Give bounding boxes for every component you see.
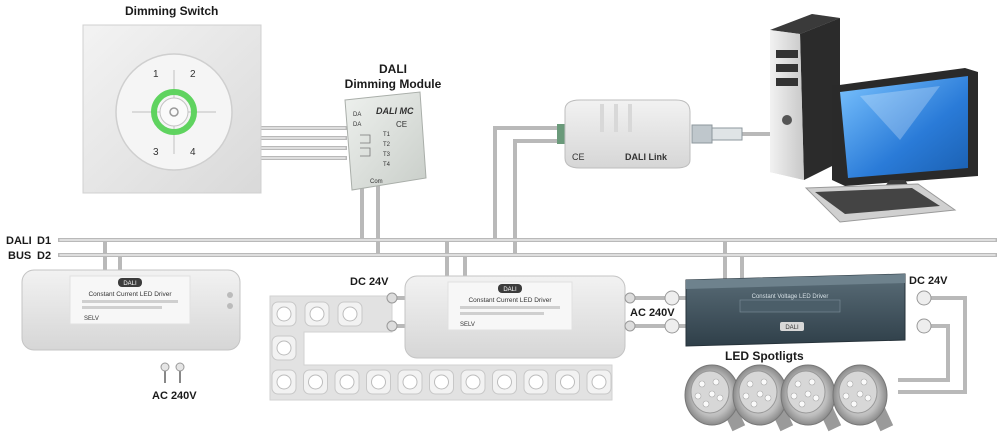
switch-button-4: 4 xyxy=(190,147,196,158)
voltage-driver: Constant Voltage LED Driver DALI xyxy=(664,273,932,347)
driver-title: Constant Current LED Driver xyxy=(88,291,172,298)
led-strip-bulb xyxy=(303,369,328,395)
module-brand: DALI MC xyxy=(376,106,414,116)
led-strip-bulb xyxy=(555,369,580,395)
label-ac240v-bottom: AC 240V xyxy=(152,390,197,402)
label-d2: D2 xyxy=(37,250,52,262)
link-name: DALI Link xyxy=(625,152,668,162)
spotlight xyxy=(684,364,746,432)
led-strip-bulb xyxy=(492,369,517,395)
led-strip-bulb xyxy=(586,369,612,395)
led-strip-bulb xyxy=(337,301,363,327)
voltage-driver-logo: DALI xyxy=(785,325,799,331)
module-terminal: DA xyxy=(353,112,361,118)
driver-selv: SELV xyxy=(460,322,475,328)
module-terminal: T2 xyxy=(383,142,391,148)
module-terminal: Com xyxy=(370,179,383,185)
usb-plug xyxy=(691,124,743,144)
led-strip-bulb xyxy=(271,301,297,327)
led-strip-bulb xyxy=(304,301,330,327)
module-terminal: DA xyxy=(353,122,361,128)
led-strip-bulb xyxy=(271,369,297,395)
led-driver-left: DALI Constant Current LED Driver SELV xyxy=(21,269,241,351)
led-spotlights xyxy=(684,364,894,432)
spotlight xyxy=(732,364,794,432)
voltage-driver-title: Constant Voltage LED Driver xyxy=(752,294,829,300)
led-strip-bulb xyxy=(334,369,360,395)
module-terminal: T1 xyxy=(383,132,391,138)
label-led-spotlights: LED Spotligts xyxy=(725,349,804,363)
label-dc24v-left: DC 24V xyxy=(350,276,389,288)
label-ac240v-mid: AC 240V xyxy=(630,307,675,319)
dali-dimming-module: DALI MC CE DA DA T1 T2 T3 T4 Com xyxy=(344,91,427,191)
monitor-screen xyxy=(840,76,968,178)
led-strip-bulb xyxy=(460,369,486,395)
label-dali-module-line2: Dimming Module xyxy=(344,77,442,91)
driver-title: Constant Current LED Driver xyxy=(468,297,552,304)
link-ce-mark: CE xyxy=(572,152,585,162)
label-dali-bus-line2: BUS xyxy=(8,250,32,262)
switch-button-1: 1 xyxy=(153,69,159,80)
label-dimming-switch: Dimming Switch xyxy=(125,4,219,18)
label-d1: D1 xyxy=(37,235,52,247)
led-strip-bulb xyxy=(271,335,297,361)
module-terminal: T4 xyxy=(383,162,391,168)
led-driver-middle: DALI Constant Current LED Driver SELV xyxy=(386,275,636,359)
switch-button-3: 3 xyxy=(153,147,159,158)
label-dali-module-line1: DALI xyxy=(379,62,407,76)
led-strip-bulb xyxy=(397,369,423,395)
switch-button-2: 2 xyxy=(190,69,196,80)
computer xyxy=(770,14,978,223)
led-strip-bulb xyxy=(366,369,391,395)
dimming-switch: 1 2 3 4 xyxy=(82,24,262,194)
ac-plug-bottom xyxy=(160,362,185,383)
driver-logo: DALI xyxy=(123,281,137,287)
label-dc24v-right: DC 24V xyxy=(909,275,948,287)
led-strip-bulb xyxy=(523,369,549,395)
driver-selv: SELV xyxy=(84,316,99,322)
module-terminal: T3 xyxy=(383,152,391,158)
module-ce-mark: CE xyxy=(396,120,407,129)
dali-link: CE DALI Link xyxy=(557,99,691,169)
switch-status-ring xyxy=(151,89,197,135)
spotlight xyxy=(832,364,894,432)
led-strip-bulb xyxy=(429,369,454,395)
label-dali-bus-line1: DALI xyxy=(6,235,32,247)
led-strip xyxy=(269,295,613,401)
driver-logo: DALI xyxy=(503,287,517,293)
